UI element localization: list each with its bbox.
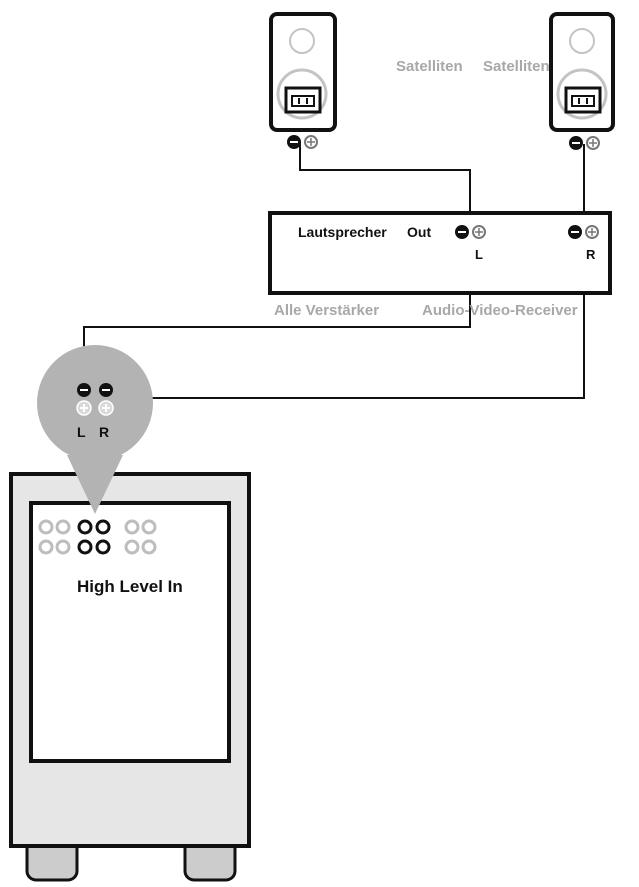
subwoofer: High Level In bbox=[9, 472, 251, 882]
amplifier-caption: Alle Verstärker bbox=[274, 302, 379, 319]
wire-left-satellite-to-amplifier bbox=[299, 142, 471, 232]
callout-right-label: R bbox=[99, 424, 109, 440]
left-channel-label: L bbox=[475, 247, 483, 262]
speaker-terminals bbox=[569, 136, 600, 150]
amplifier-unit: Lautsprecher Out L R bbox=[268, 211, 612, 295]
subwoofer-connector-block bbox=[38, 519, 157, 555]
amplifier-terminals-left bbox=[455, 225, 486, 239]
tweeter bbox=[569, 28, 595, 54]
amplifier-caption: Audio-Video-Receiver bbox=[422, 302, 578, 319]
speaker-out-label: Out bbox=[407, 224, 431, 240]
right-channel-label: R bbox=[586, 247, 596, 262]
subwoofer-panel bbox=[29, 501, 231, 763]
callout-positive-terminals bbox=[76, 400, 114, 416]
high-level-in-label: High Level In bbox=[77, 577, 183, 596]
high-level-input-terminals bbox=[77, 519, 111, 555]
callout-negative-terminals bbox=[77, 383, 113, 397]
speaker-out-label: Lautsprecher bbox=[298, 224, 387, 240]
satellite-label: Satelliten bbox=[483, 58, 550, 75]
amplifier-terminals-right bbox=[568, 225, 599, 239]
woofer bbox=[556, 68, 608, 120]
satellite-label: Satelliten bbox=[396, 58, 463, 75]
connector-callout: L R bbox=[37, 345, 153, 514]
speaker-terminals bbox=[287, 135, 318, 149]
satellite-speaker-left bbox=[269, 12, 337, 149]
tweeter bbox=[289, 28, 315, 54]
satellite-speaker-right bbox=[549, 12, 615, 150]
callout-left-label: L bbox=[77, 424, 86, 440]
woofer bbox=[276, 68, 328, 120]
